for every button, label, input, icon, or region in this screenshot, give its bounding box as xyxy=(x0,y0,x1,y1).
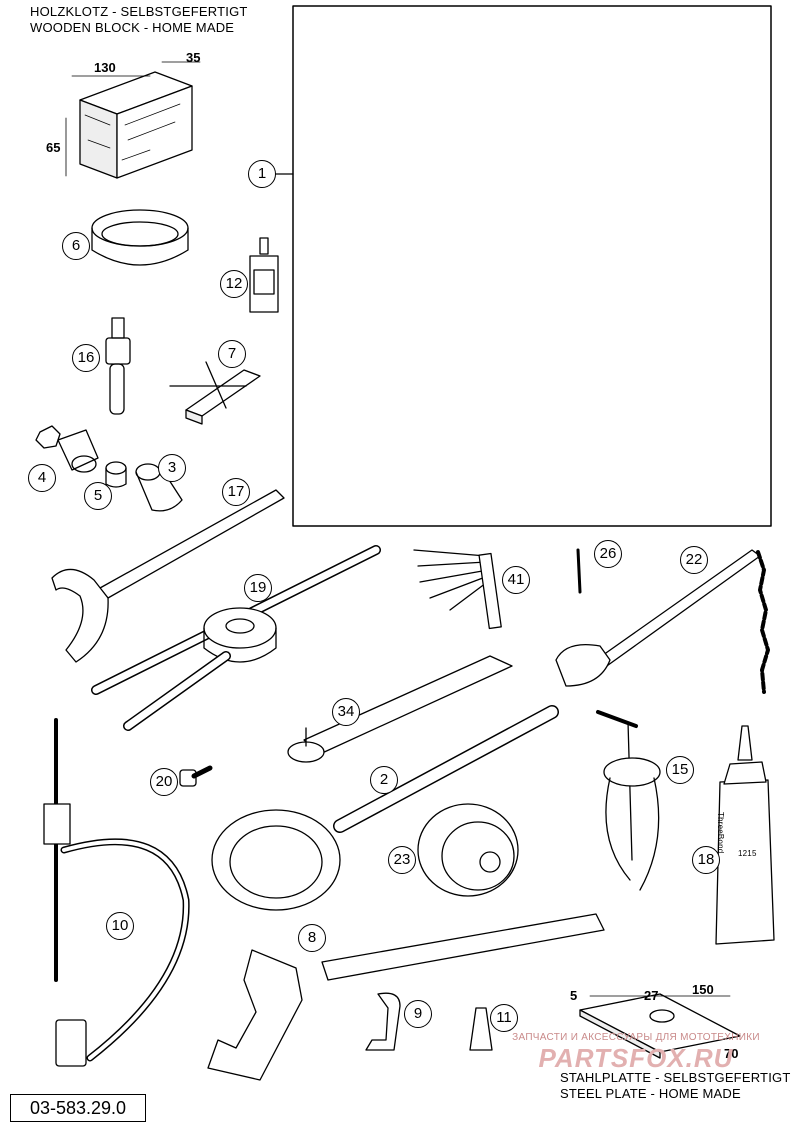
callout-6: 6 xyxy=(62,232,90,260)
clutch-holder-icon xyxy=(211,705,559,911)
sealant-tube-icon xyxy=(715,725,775,945)
callout-15: 15 xyxy=(666,756,694,784)
callout-16: 16 xyxy=(72,344,100,372)
wooden-block-icon xyxy=(65,61,201,179)
wooden-block-label-en: WOODEN BLOCK - HOME MADE xyxy=(30,20,235,35)
lever-tool-icon xyxy=(207,913,605,1081)
callout-2: 2 xyxy=(370,766,398,794)
part-number-box: 03-583.29.0 xyxy=(10,1094,146,1122)
wooden-block-label-de: HOLZKLOTZ - SELBSTGEFERTIGT xyxy=(30,4,248,19)
gear-disc-icon xyxy=(417,803,519,897)
steel-plate-icon xyxy=(579,993,741,1059)
callout-5: 5 xyxy=(84,482,112,510)
dimension-block-height: 65 xyxy=(46,140,61,155)
callout-10: 10 xyxy=(106,912,134,940)
steel-plate-label-de: STAHLPLATTE - SELBSTGEFERTIGT xyxy=(560,1070,791,1085)
callout-4: 4 xyxy=(28,464,56,492)
callout-22: 22 xyxy=(680,546,708,574)
callout-23: 23 xyxy=(388,846,416,874)
dimension-block-width: 35 xyxy=(186,50,201,65)
steel-plate-label-en: STEEL PLATE - HOME MADE xyxy=(560,1086,741,1101)
watermark-tagline: ЗАПЧАСТИ И АКСЕССУАРЫ ДЛЯ МОТОТЕХНИКИ xyxy=(512,1032,760,1043)
puller-tool-icon xyxy=(105,317,131,415)
callout-34: 34 xyxy=(332,698,360,726)
hook-tool-icon xyxy=(365,992,401,1051)
holding-wrench-icon xyxy=(51,489,285,663)
tip-tool-icon xyxy=(469,1007,493,1051)
callout-18: 18 xyxy=(692,846,720,874)
callout-19: 19 xyxy=(244,574,272,602)
dimension-plate-length: 150 xyxy=(692,982,714,997)
strap-wrench-icon xyxy=(287,655,513,763)
gear-puller-icon xyxy=(596,710,661,891)
valve-spring-compressor-icon xyxy=(43,718,190,1067)
callout-9: 9 xyxy=(404,1000,432,1028)
tube-brand: ThreeBond xyxy=(716,812,725,854)
callout-26: 26 xyxy=(594,540,622,568)
dimension-plate-thickness: 5 xyxy=(570,988,578,1003)
pin-icon xyxy=(576,548,582,594)
dimension-block-length: 130 xyxy=(94,60,116,75)
tube-code: 1215 xyxy=(738,849,757,858)
dimension-plate-hole: 27 xyxy=(644,988,659,1003)
clamp-tool-icon xyxy=(169,361,261,425)
adhesive-bottle-icon xyxy=(249,237,279,313)
allen-key-set-icon xyxy=(413,549,502,630)
watermark: ЗАПЧАСТИ И АКСЕССУАРЫ ДЛЯ МОТОТЕХНИКИ PA… xyxy=(486,1032,786,1074)
engine-stand-frame xyxy=(292,5,772,527)
callout-1: 1 xyxy=(248,160,276,188)
callout-12: 12 xyxy=(220,270,248,298)
dimension-plate-width: 70 xyxy=(724,1046,739,1061)
callout-11: 11 xyxy=(490,1004,518,1032)
bolt-icon xyxy=(179,765,213,787)
callout-41: 41 xyxy=(502,566,530,594)
callout-3: 3 xyxy=(158,454,186,482)
callout-17: 17 xyxy=(222,478,250,506)
callout-8: 8 xyxy=(298,924,326,952)
flywheel-puller-icon xyxy=(91,545,381,731)
watermark-logo: PARTSFOX.RU xyxy=(538,1043,734,1073)
chain-wrench-icon xyxy=(555,549,770,694)
callout-7: 7 xyxy=(218,340,246,368)
nut-tool-icon xyxy=(35,425,99,473)
sleeve-icon xyxy=(105,461,127,488)
callout-20: 20 xyxy=(150,768,178,796)
ring-tool-icon xyxy=(91,209,189,266)
